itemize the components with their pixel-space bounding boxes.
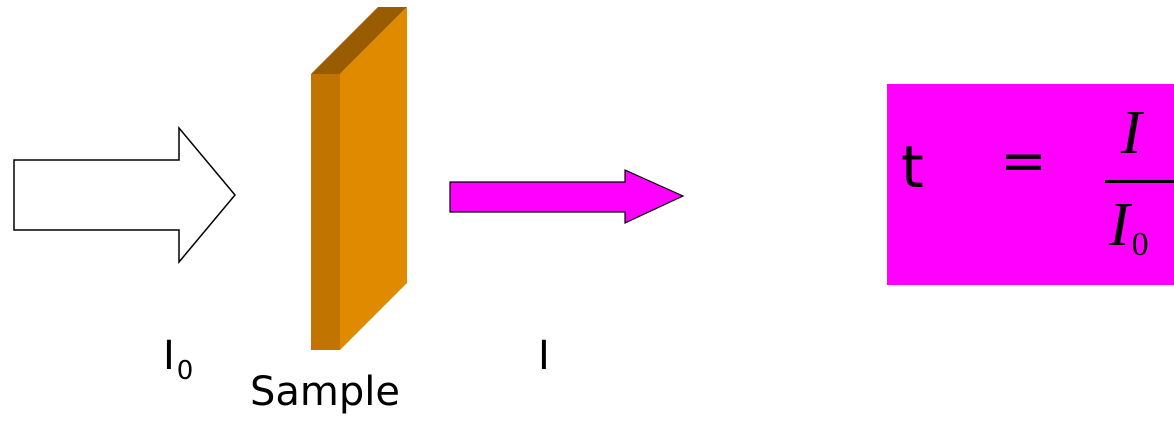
formula-fraction-bar bbox=[1105, 180, 1174, 183]
incident-label-subscript: 0 bbox=[177, 356, 194, 386]
sample-label: Sample bbox=[250, 372, 400, 412]
incident-intensity-label: I0 bbox=[163, 336, 193, 376]
incident-label-main: I bbox=[163, 333, 175, 379]
incident-beam-arrow bbox=[14, 128, 235, 262]
formula-lhs: t bbox=[901, 138, 924, 196]
formula-denominator-main: I bbox=[1109, 191, 1130, 259]
transmittance-formula: t = I I0 bbox=[887, 84, 1174, 285]
formula-denominator: I0 bbox=[1109, 194, 1149, 256]
transmitted-intensity-label: I bbox=[538, 336, 550, 376]
formula-numerator: I bbox=[1121, 102, 1142, 164]
formula-denominator-subscript: 0 bbox=[1132, 226, 1149, 263]
formula-equals: = bbox=[1000, 134, 1047, 190]
transmitted-beam-arrow bbox=[450, 170, 683, 223]
sample-slab-side bbox=[311, 74, 340, 350]
